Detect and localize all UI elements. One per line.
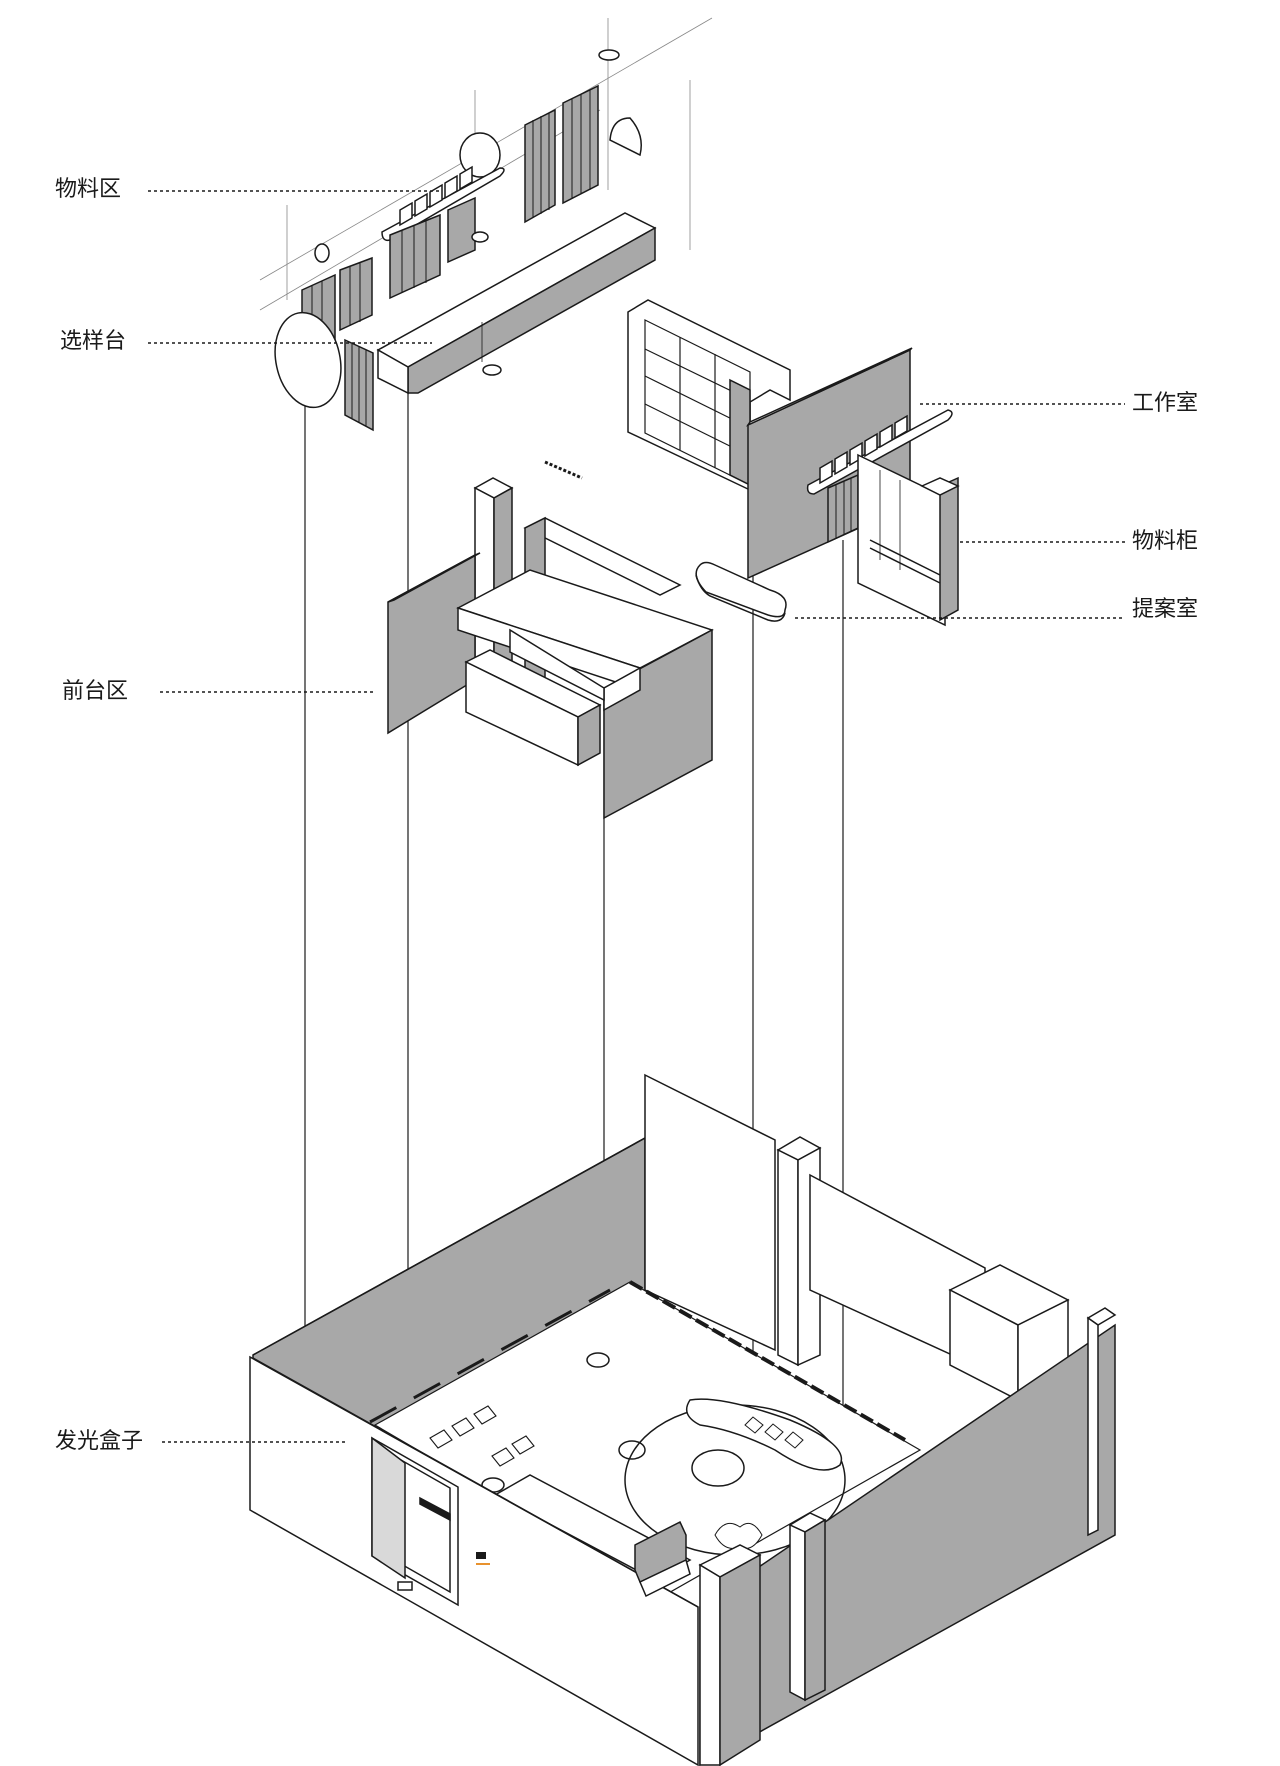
label-proposal-room: 提案室	[1132, 597, 1199, 622]
label-light-box: 发光盒子	[55, 1429, 144, 1454]
reception-area-module	[387, 477, 714, 820]
leader-lines	[148, 190, 1125, 1443]
label-material-area: 物料区	[55, 177, 122, 202]
label-material-cabinet: 物料柜	[1132, 529, 1199, 554]
studio-module	[627, 299, 960, 627]
dash-mark	[544, 460, 583, 480]
sample-table-module	[274, 212, 657, 432]
label-sample-table: 选样台	[60, 329, 127, 354]
light-box-module	[249, 1073, 1117, 1766]
label-studio: 工作室	[1132, 391, 1199, 416]
label-reception-area: 前台区	[62, 679, 129, 704]
proposal-room-module	[695, 561, 787, 622]
